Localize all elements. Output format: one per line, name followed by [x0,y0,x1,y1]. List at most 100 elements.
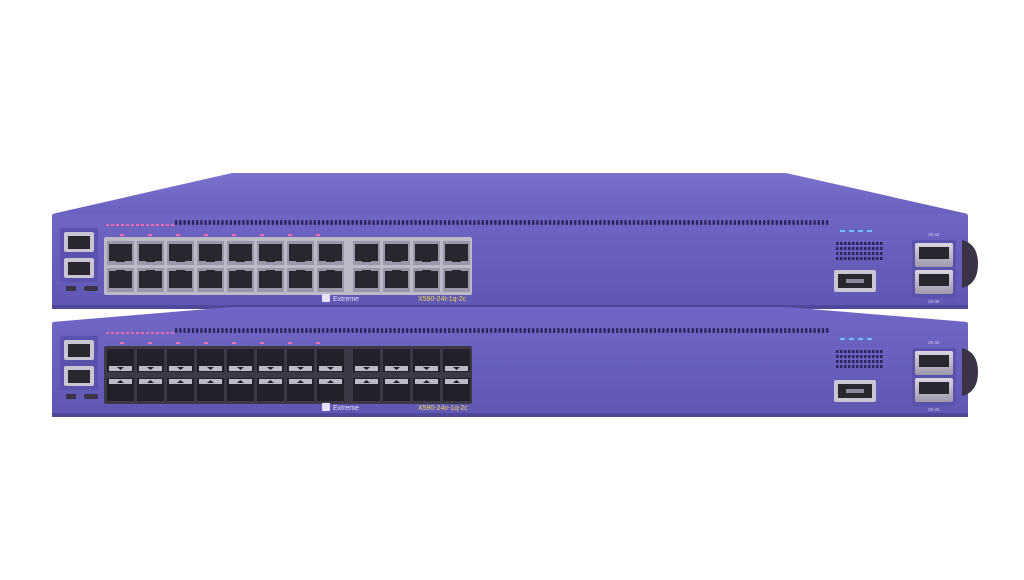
port-led [288,234,292,236]
vent-slot [691,220,694,225]
vent-slot [649,328,652,333]
vent-slot [821,220,825,225]
vent-slot [527,220,531,225]
vent-slot [788,220,791,225]
vent-slot [844,242,847,245]
vent-slot [721,328,724,333]
vent-slot [338,220,342,225]
vent-slot [322,328,325,333]
rj45-socket [169,271,192,288]
vent-slot [473,220,476,225]
rj45-latch [452,259,461,262]
port-led [204,234,208,236]
vent-slot [389,220,392,225]
vent-slot [826,220,829,225]
vent-slot [523,220,526,225]
vent-slot [401,220,405,225]
vent-slot [876,252,879,255]
vent-slot [817,328,820,333]
vent-slot [860,252,863,255]
vent-slot [233,220,237,225]
uplink-led [858,338,863,340]
vent-slot [250,220,253,225]
vent-slot [758,220,762,225]
vent-slot [645,328,648,333]
vent-slot [233,328,237,333]
vent-slot [733,220,736,225]
vent-slot [758,328,762,333]
vent-slot [498,220,501,225]
vent-slot [406,220,409,225]
vent-slot [187,220,190,225]
status-led [151,332,154,334]
vent-slot [196,220,199,225]
vent-slot [389,328,392,333]
vent-slot [742,328,745,333]
vent-slot [860,247,863,250]
vent-slot [876,247,879,250]
qsfp-label-bottom: 33-36 [928,299,940,304]
brand-label: Extreme [333,405,359,412]
vent-slot [485,328,489,333]
vent-slot [288,220,291,225]
status-led [126,332,129,334]
vent-slot [649,220,652,225]
vent-slot [844,355,847,358]
vent-slot [662,220,665,225]
vent-slot [775,220,778,225]
rj45-latch [266,259,275,262]
vent-slot [422,328,426,333]
vent-slot [569,220,573,225]
vent-slot [666,220,669,225]
vent-slot [229,220,232,225]
vent-slot [317,220,321,225]
rj45-socket [385,271,408,288]
vent-slot [565,220,568,225]
vent-slot [860,242,863,245]
vent-slot [872,355,875,358]
vent-slot [414,220,417,225]
uplink-leds [840,230,872,232]
vent-slot [852,257,855,260]
vent-slot [561,328,564,333]
vent-slot [397,328,400,333]
vent-slot [658,328,661,333]
vent-slot [225,328,228,333]
vent-slot [607,328,610,333]
vent-slot [876,355,879,358]
vent-slot [848,365,851,368]
vent-slot [729,328,732,333]
sfp-arrow [117,367,124,370]
vent-slot [452,220,455,225]
switch-top-lid [52,173,968,214]
vent-slot [712,328,715,333]
rj45-socket [319,244,342,261]
vent-slot [848,247,851,250]
vent-slot [338,328,342,333]
sfp-arrow [177,367,184,370]
vent-slot [448,328,451,333]
vent-slot [473,328,476,333]
vent-slot [406,328,409,333]
vent-slot [864,360,867,363]
vent-slot [368,328,371,333]
vent-slot [611,328,615,333]
rj45-latch [236,259,245,262]
vent-slot [876,360,879,363]
vent-slot [183,220,186,225]
vent-slot [582,220,585,225]
vent-slot [836,252,839,255]
usb-c-port [84,286,98,291]
vent-slot [868,350,871,353]
vent-slot [301,328,304,333]
vent-slot [872,365,875,368]
port-led [232,342,236,344]
vent-slot [856,360,859,363]
sfp-uplink-port [834,380,876,402]
vent-slot [506,220,510,225]
vent-slot [880,350,883,353]
vent-slot [848,355,851,358]
vent-slot [645,220,648,225]
vent-slot [624,220,627,225]
